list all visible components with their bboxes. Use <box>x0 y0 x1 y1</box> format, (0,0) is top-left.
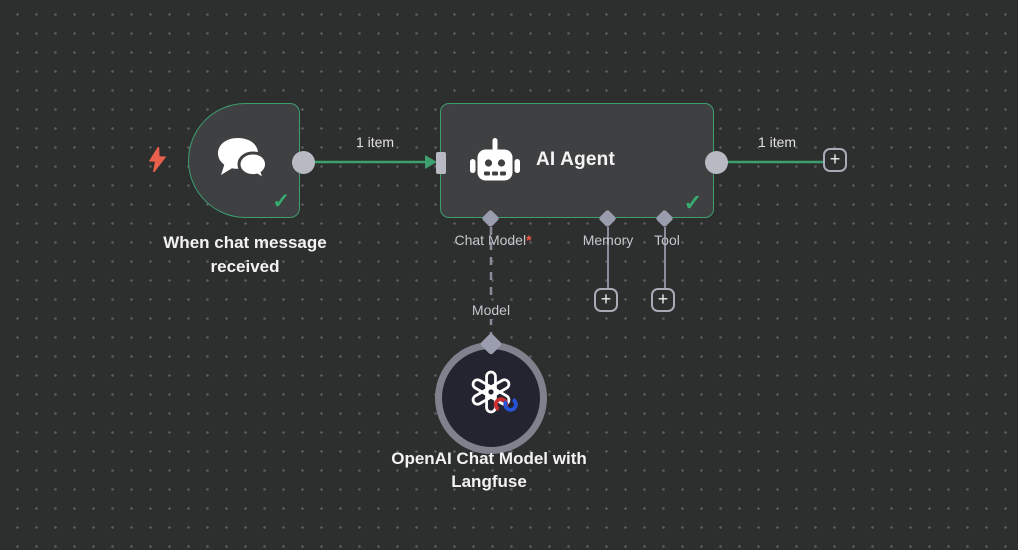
endpoint-label-chat-model: Chat Model* <box>454 232 531 248</box>
robot-icon <box>470 138 520 181</box>
trigger-node-label: When chat message received <box>163 233 327 276</box>
wire-item-count: 1 item <box>757 134 797 150</box>
add-memory-button[interactable]: + <box>594 288 618 312</box>
agent-success-check-icon: ✓ <box>683 190 702 215</box>
wire-arrowhead-icon <box>425 155 437 169</box>
agent-node-title: AI Agent <box>536 148 616 170</box>
trigger-success-check-icon: ✓ <box>272 190 290 213</box>
agent-input-connector[interactable] <box>436 152 446 174</box>
model-wire-label: Model <box>465 301 517 319</box>
chat-bubbles-icon <box>218 138 269 183</box>
model-node-label: OpenAI Chat Model with Langfuse <box>391 449 587 491</box>
trigger-output-connector[interactable] <box>292 151 315 174</box>
required-marker: * <box>526 232 532 248</box>
agent-output-connector[interactable] <box>705 151 728 174</box>
langfuse-badge-icon <box>493 397 518 412</box>
add-next-node-button[interactable]: + <box>823 148 847 172</box>
endpoint-label-tool: Tool <box>654 232 680 248</box>
node-chat-trigger[interactable]: ✓ <box>188 103 315 218</box>
trigger-bolt-icon <box>149 147 166 172</box>
wire-item-count: 1 item <box>355 134 395 150</box>
add-tool-button[interactable]: + <box>651 288 675 312</box>
chat-model-label: Chat Model <box>454 232 527 248</box>
node-openai-chat-model[interactable] <box>435 342 547 454</box>
endpoint-label-memory: Memory <box>582 232 634 248</box>
node-ai-agent[interactable]: AI Agent ✓ <box>436 103 728 218</box>
